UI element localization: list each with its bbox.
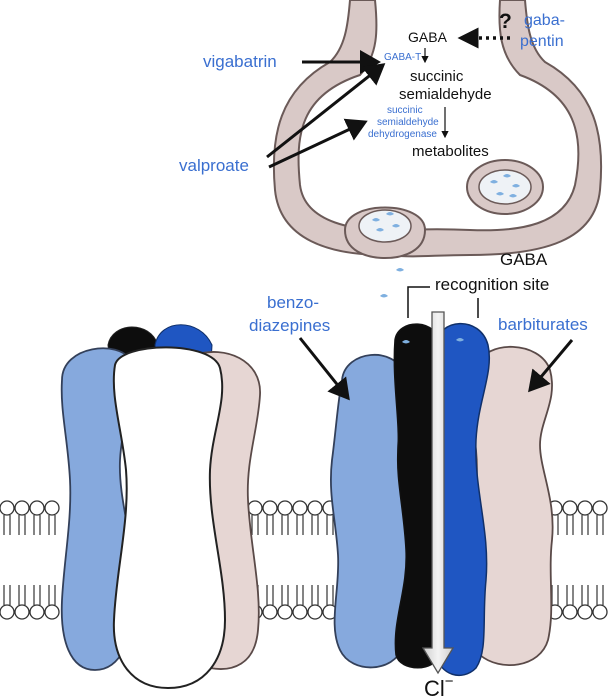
succinic-semialdehyde-2: semialdehyde	[399, 86, 492, 103]
ssadh-label-2: semialdehyde	[377, 117, 439, 128]
lipid-head	[278, 605, 292, 619]
lipid-head	[593, 501, 607, 515]
free-gaba	[380, 268, 404, 298]
lipid-head	[563, 501, 577, 515]
left-receptor	[62, 325, 260, 688]
lipid-head	[293, 501, 307, 515]
benzodiazepines-label-1: benzo-	[267, 293, 319, 312]
lipid-head	[45, 605, 59, 619]
ssadh-label-1: succinic	[387, 105, 423, 116]
chloride-label: Cl−	[424, 673, 454, 700]
gaba-bottom-label: GABA	[500, 250, 548, 269]
succinic-semialdehyde-1: succinic	[410, 68, 464, 85]
left-white-subunit	[114, 347, 225, 688]
gabapentin-label-1: gaba-	[524, 12, 565, 29]
vigabatrin-label: vigabatrin	[203, 52, 277, 71]
gaba-top-label: GABA	[408, 29, 448, 45]
docked-vesicle-lumen	[359, 210, 411, 242]
lipid-head	[308, 605, 322, 619]
lipid-head	[45, 501, 59, 515]
lipid-head	[293, 605, 307, 619]
metabolites-label: metabolites	[412, 143, 489, 160]
chloride-charge: −	[445, 673, 454, 690]
gabapentin-label-2: pentin	[520, 33, 564, 50]
lipid-head	[278, 501, 292, 515]
gaba-t-label: GABA-T	[384, 52, 421, 63]
chloride-symbol: Cl	[424, 676, 445, 700]
lipid-head	[308, 501, 322, 515]
lipid-head	[15, 605, 29, 619]
valproate-label: valproate	[179, 156, 249, 175]
lipid-head	[263, 605, 277, 619]
benzodiazepines-label-2: diazepines	[249, 316, 330, 335]
lipid-head	[578, 501, 592, 515]
lipid-head	[263, 501, 277, 515]
lipid-head	[0, 501, 14, 515]
barbiturates-label: barbiturates	[498, 315, 588, 334]
lipid-head	[563, 605, 577, 619]
recognition-site-label: recognition site	[435, 275, 549, 294]
lipid-head	[15, 501, 29, 515]
lipid-head	[248, 501, 262, 515]
benzodiazepines-arrow	[300, 338, 348, 398]
lipid-head	[593, 605, 607, 619]
lipid-head	[30, 501, 44, 515]
lipid-head	[0, 605, 14, 619]
question-mark: ?	[499, 10, 512, 33]
lipid-head	[30, 605, 44, 619]
lipid-head	[578, 605, 592, 619]
ssadh-label-3: dehydrogenase	[368, 129, 437, 140]
